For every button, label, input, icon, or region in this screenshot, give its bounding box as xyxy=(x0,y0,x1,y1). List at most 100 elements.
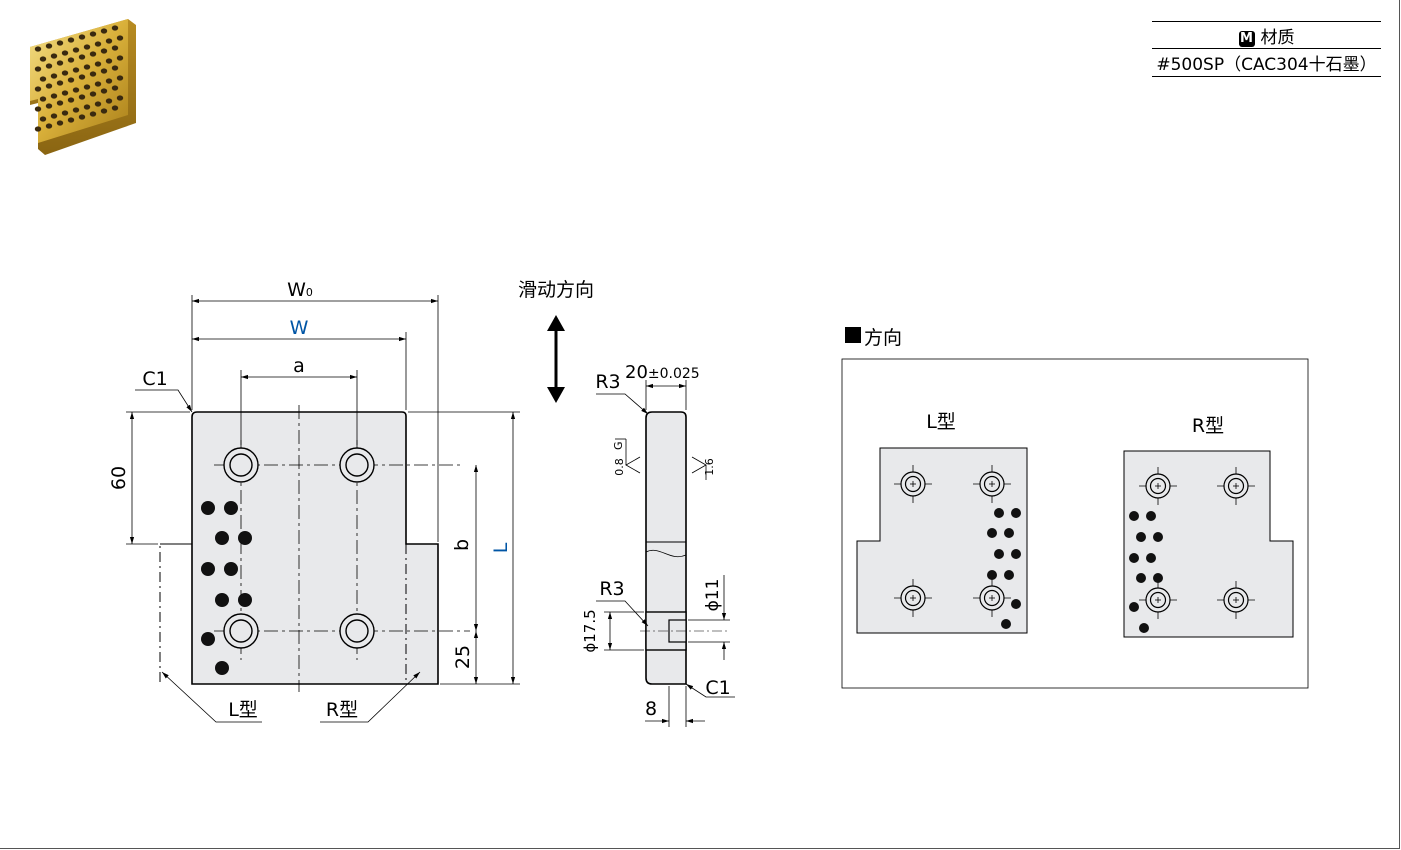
main-view: W0 W a C1 60 b L 25 L型 R型 xyxy=(108,279,520,723)
direction-l-plate xyxy=(856,447,1028,634)
roughness-right: 1.6 xyxy=(703,458,716,476)
photo-plug xyxy=(78,94,86,100)
photo-plug xyxy=(116,95,124,101)
photo-plug xyxy=(111,65,119,71)
photo-plug xyxy=(94,81,102,87)
dim-25: 25 xyxy=(452,645,474,669)
photo-plug xyxy=(83,84,91,90)
photo-plug xyxy=(61,50,69,56)
material-header: M 材质 xyxy=(1152,21,1381,49)
photo-plug xyxy=(50,73,58,79)
side-view: 滑动方向 xyxy=(518,279,735,727)
sliding-direction-arrow xyxy=(547,315,565,403)
photo-plug xyxy=(89,91,97,97)
r-type-outline xyxy=(159,543,407,684)
photo-plug xyxy=(45,63,53,69)
photo-plug xyxy=(50,53,58,59)
photo-plug xyxy=(34,106,42,112)
photo-plug xyxy=(78,114,86,120)
photo-plug xyxy=(61,70,69,76)
photo-plug xyxy=(105,78,113,84)
direction-bolt-hole xyxy=(1139,467,1177,505)
photo-plug xyxy=(89,51,97,57)
photo-plug xyxy=(45,43,53,49)
photo-plug xyxy=(72,107,80,113)
roughness-left: 0.8 xyxy=(613,458,626,476)
photo-plug xyxy=(78,34,86,40)
photo-plug xyxy=(83,64,91,70)
photo-plug xyxy=(34,66,42,72)
photo-plug xyxy=(56,60,64,66)
photo-plug xyxy=(61,90,69,96)
r-type-label: R型 xyxy=(326,699,358,721)
plate-outline xyxy=(191,411,439,685)
c1-label: C1 xyxy=(142,368,167,390)
dim-60: 60 xyxy=(108,466,130,490)
photo-plug xyxy=(56,100,64,106)
direction-bolt-hole xyxy=(973,465,1011,503)
L-label: L xyxy=(490,542,512,553)
bolt-holes xyxy=(223,447,375,649)
photo-plug xyxy=(116,75,124,81)
direction-bolt-hole xyxy=(973,579,1011,617)
photo-plug xyxy=(94,41,102,47)
b-label: b xyxy=(451,539,473,551)
photo-plug xyxy=(34,126,42,132)
direction-holes xyxy=(894,465,1255,619)
r3-top-label: R3 xyxy=(595,371,620,393)
photo-plug xyxy=(105,98,113,104)
material-badge: M xyxy=(1238,30,1255,47)
direction-bolt-hole xyxy=(894,465,932,503)
photo-plug xyxy=(61,110,69,116)
direction-bolt-hole xyxy=(1139,581,1177,619)
photo-plug xyxy=(111,105,119,111)
photo-plug xyxy=(100,88,108,94)
photo-plug xyxy=(89,71,97,77)
photo-plug xyxy=(34,46,42,52)
direction-l-plugs xyxy=(987,508,1021,629)
c1-bottom-label: C1 xyxy=(705,677,730,699)
photo-plug xyxy=(39,56,47,62)
w0-label: W0 xyxy=(287,279,313,301)
material-header-label: 材质 xyxy=(1260,27,1295,48)
direction-title: 方向 xyxy=(864,327,902,349)
phi17-5-label: ϕ17.5 xyxy=(581,609,599,652)
photo-plug xyxy=(72,47,80,53)
photo-plug xyxy=(116,55,124,61)
photo-plug xyxy=(111,85,119,91)
photo-plug xyxy=(39,96,47,102)
photo-plug xyxy=(94,61,102,67)
graphite-plugs xyxy=(201,501,252,675)
a-label: a xyxy=(293,355,305,377)
photo-plug xyxy=(89,111,97,117)
direction-l-type-label: L型 xyxy=(926,411,956,433)
direction-r-plugs xyxy=(1129,511,1163,633)
l-type-label: L型 xyxy=(228,699,258,721)
photo-plug xyxy=(116,35,124,41)
direction-bolt-hole xyxy=(1217,581,1255,619)
photo-plug xyxy=(39,116,47,122)
photo-plug xyxy=(67,97,75,103)
photo-plug xyxy=(34,86,42,92)
photo-plug xyxy=(78,74,86,80)
photo-plug xyxy=(105,38,113,44)
photo-plug xyxy=(45,123,53,129)
direction-r-type-label: R型 xyxy=(1192,415,1224,437)
photo-plug xyxy=(39,76,47,82)
photo-plug xyxy=(100,68,108,74)
photo-plug xyxy=(45,83,53,89)
thickness-label: 20±0.025 xyxy=(625,362,700,383)
photo-plug xyxy=(67,57,75,63)
direction-bolt-hole xyxy=(894,579,932,617)
photo-plug xyxy=(100,28,108,34)
photo-plug xyxy=(56,80,64,86)
photo-plug xyxy=(50,93,58,99)
photo-plug xyxy=(56,40,64,46)
photo-plug xyxy=(105,58,113,64)
photo-plug xyxy=(67,77,75,83)
photo-plug xyxy=(100,108,108,114)
product-photo xyxy=(30,19,136,155)
